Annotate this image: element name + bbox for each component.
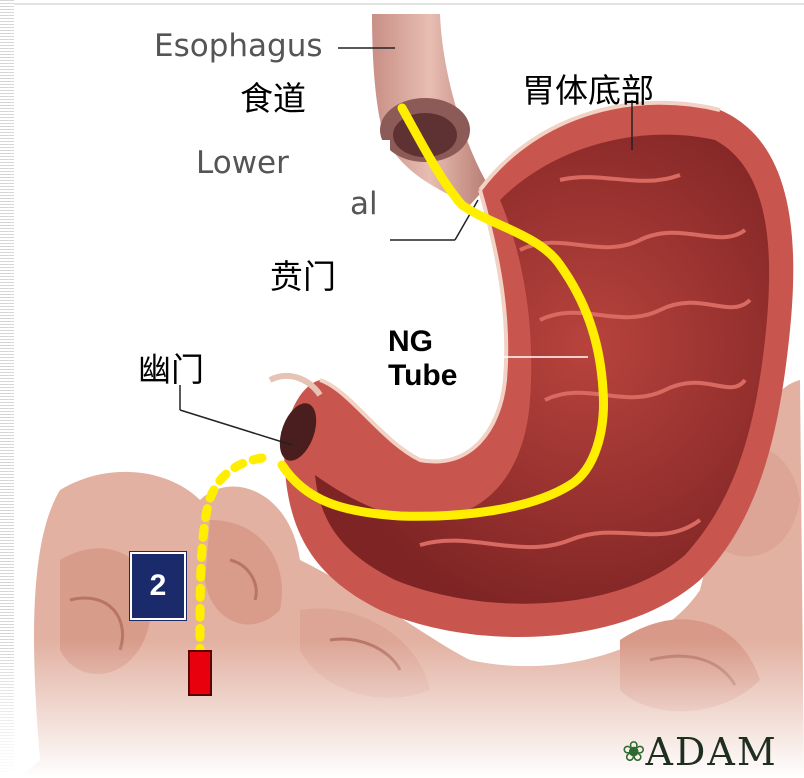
sphincter-partial-label: al bbox=[350, 186, 378, 222]
pylorus-label: 幽门 bbox=[138, 343, 204, 391]
adam-leaf-icon: ❀ bbox=[622, 732, 645, 772]
lower-label: Lower bbox=[196, 145, 289, 181]
ng-tube-label-line1: NG bbox=[388, 325, 457, 359]
adam-logo-text: ADAM bbox=[645, 732, 777, 772]
esophagus-label: 食道 bbox=[240, 72, 306, 120]
ng-tube-label: NG Tube bbox=[388, 325, 457, 393]
step-number-badge: 2 bbox=[130, 552, 186, 620]
fundus-label: 胃体底部 bbox=[522, 64, 654, 112]
esophagus-english-label: Esophagus bbox=[154, 28, 323, 64]
adam-logo: ❀ ADAM bbox=[622, 732, 778, 772]
ng-tube-label-line2: Tube bbox=[388, 359, 457, 393]
tube-end-marker bbox=[188, 650, 212, 696]
cardia-label: 贲门 bbox=[270, 250, 336, 298]
